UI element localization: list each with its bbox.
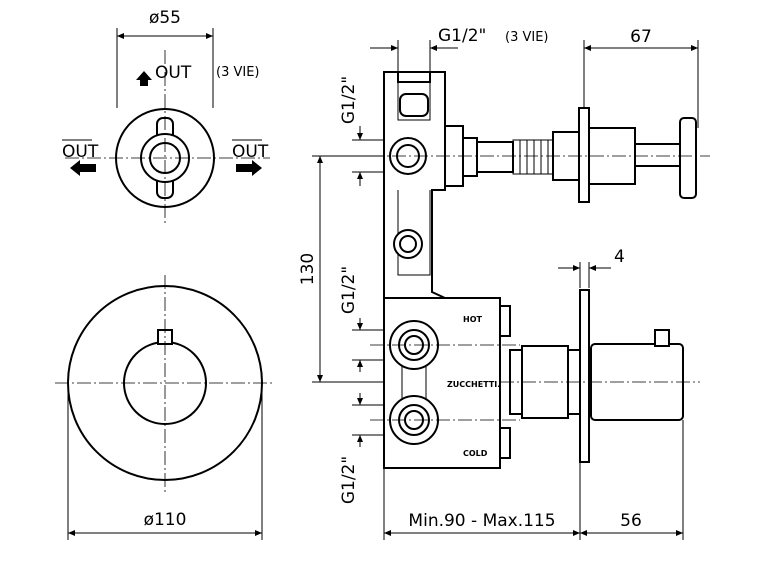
thread-left-2-label: G1/2" [339, 266, 359, 314]
install-depth-label: Min.90 - Max.115 [408, 511, 555, 531]
dimension-56-label: 56 [620, 511, 642, 531]
ways-note-side: (3 VIE) [505, 30, 549, 45]
upper-lever-handle [679, 117, 697, 199]
diameter-110-label: ø110 [144, 510, 187, 530]
upper-plate [578, 107, 590, 203]
lower-plate [579, 289, 590, 463]
brand-label: ZUCCHETTI. [447, 380, 500, 389]
cold-label: COLD [463, 449, 488, 458]
dimension-67-label: 67 [630, 27, 652, 47]
front-view: ø110 [55, 275, 275, 540]
top-view: ø55 OUT (3 VIE) OUT OUT [62, 8, 270, 225]
out-left-label: OUT [62, 142, 99, 162]
thread-left-3-label: G1/2" [339, 456, 359, 504]
out-up-label: OUT [155, 63, 192, 83]
upper-body [383, 71, 446, 299]
plate-4-label: 4 [614, 247, 625, 267]
lower-knob-indicator [654, 329, 670, 347]
diameter-55-label: ø55 [149, 8, 181, 28]
side-view: G1/2" (3 VIE) 67 [298, 26, 710, 540]
thread-left-1-label: G1/2" [339, 76, 359, 124]
middle-port [393, 229, 423, 259]
out-right-label: OUT [232, 142, 269, 162]
arrow-up-icon [136, 71, 152, 86]
arrow-left-icon [70, 160, 96, 176]
hot-label: HOT [463, 315, 482, 324]
arrow-right-icon [236, 160, 262, 176]
top-thread-label: G1/2" [438, 26, 486, 46]
dimension-130-label: 130 [298, 253, 318, 285]
lower-body [383, 297, 501, 469]
ways-note-top-left: (3 VIE) [216, 65, 260, 80]
